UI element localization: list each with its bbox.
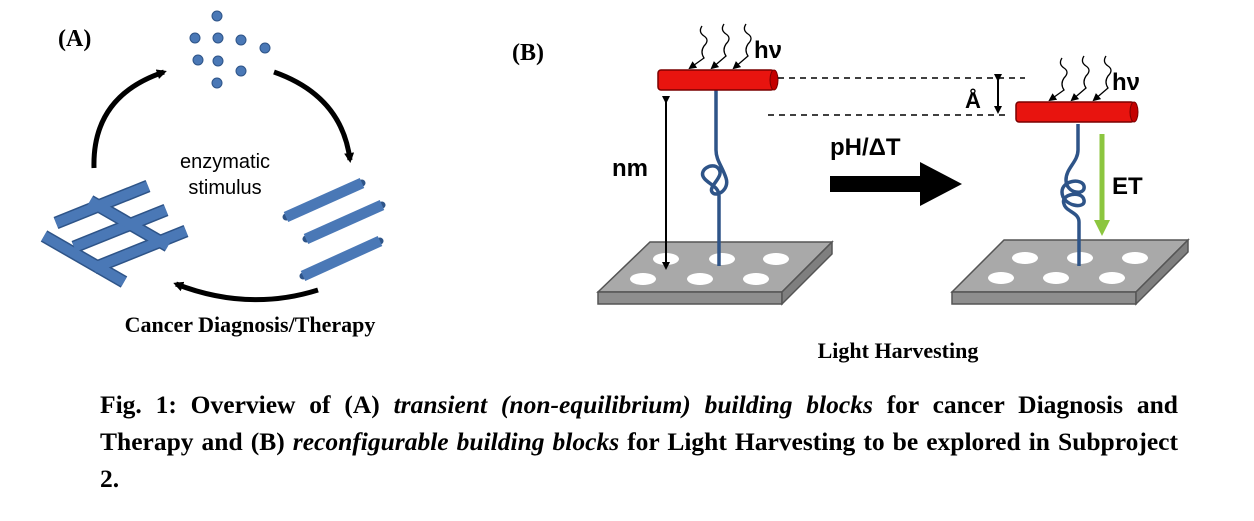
cycle-arrow-up: [91, 69, 167, 169]
enzymatic-label: enzymatic: [180, 151, 270, 173]
substrate-right: [950, 238, 1190, 306]
panel-a: (A) enzymatic stimulus: [40, 10, 386, 337]
caption-italic-1: transient (non-equilibrium) building blo…: [393, 390, 873, 419]
chromophore-right: [1015, 101, 1139, 123]
figure-caption: Fig. 1: Overview of (A) transient (non-e…: [100, 386, 1178, 497]
caption-italic-2: reconfigurable building blocks: [292, 427, 620, 456]
dispersed-molecules: [189, 10, 271, 89]
trigger-label: pH/ΔT: [830, 134, 901, 161]
panel-b: (B) hν: [512, 23, 1190, 363]
panel-b-label: (B): [512, 40, 544, 66]
caption-part-2: for cancer Diagnosis and Therapy and (B): [100, 390, 1178, 456]
cancer-label: Cancer Diagnosis/Therapy: [125, 312, 376, 337]
light-arrows-left: [688, 23, 752, 70]
caption-part-1: Fig. 1: Overview of (A): [100, 390, 394, 419]
cycle-arrow-right: [273, 69, 355, 163]
tether-extended: [700, 90, 729, 266]
caption-part-3: for Light Harvesting to be explored in S…: [100, 427, 1178, 493]
substrate-left: [596, 240, 834, 306]
hv-label-left: hν: [754, 37, 782, 64]
assembled-lattice: [40, 179, 189, 288]
energy-transfer-arrow: [1094, 134, 1110, 236]
panel-a-label: (A): [58, 26, 91, 52]
cycle-arrow-left: [173, 281, 319, 303]
angstrom-label: Å: [965, 87, 981, 113]
stimulus-label: stimulus: [188, 177, 261, 199]
nm-label: nm: [612, 155, 648, 182]
chromophore-left: [657, 69, 779, 91]
et-label: ET: [1112, 173, 1143, 200]
trigger-arrow: [830, 162, 962, 206]
light-harvesting-label: Light Harvesting: [818, 338, 979, 363]
light-arrows-right: [1048, 55, 1112, 102]
tether-collapsed: [1060, 124, 1086, 266]
hv-label-right: hν: [1112, 69, 1140, 96]
separated-rods-fill: [283, 177, 385, 282]
